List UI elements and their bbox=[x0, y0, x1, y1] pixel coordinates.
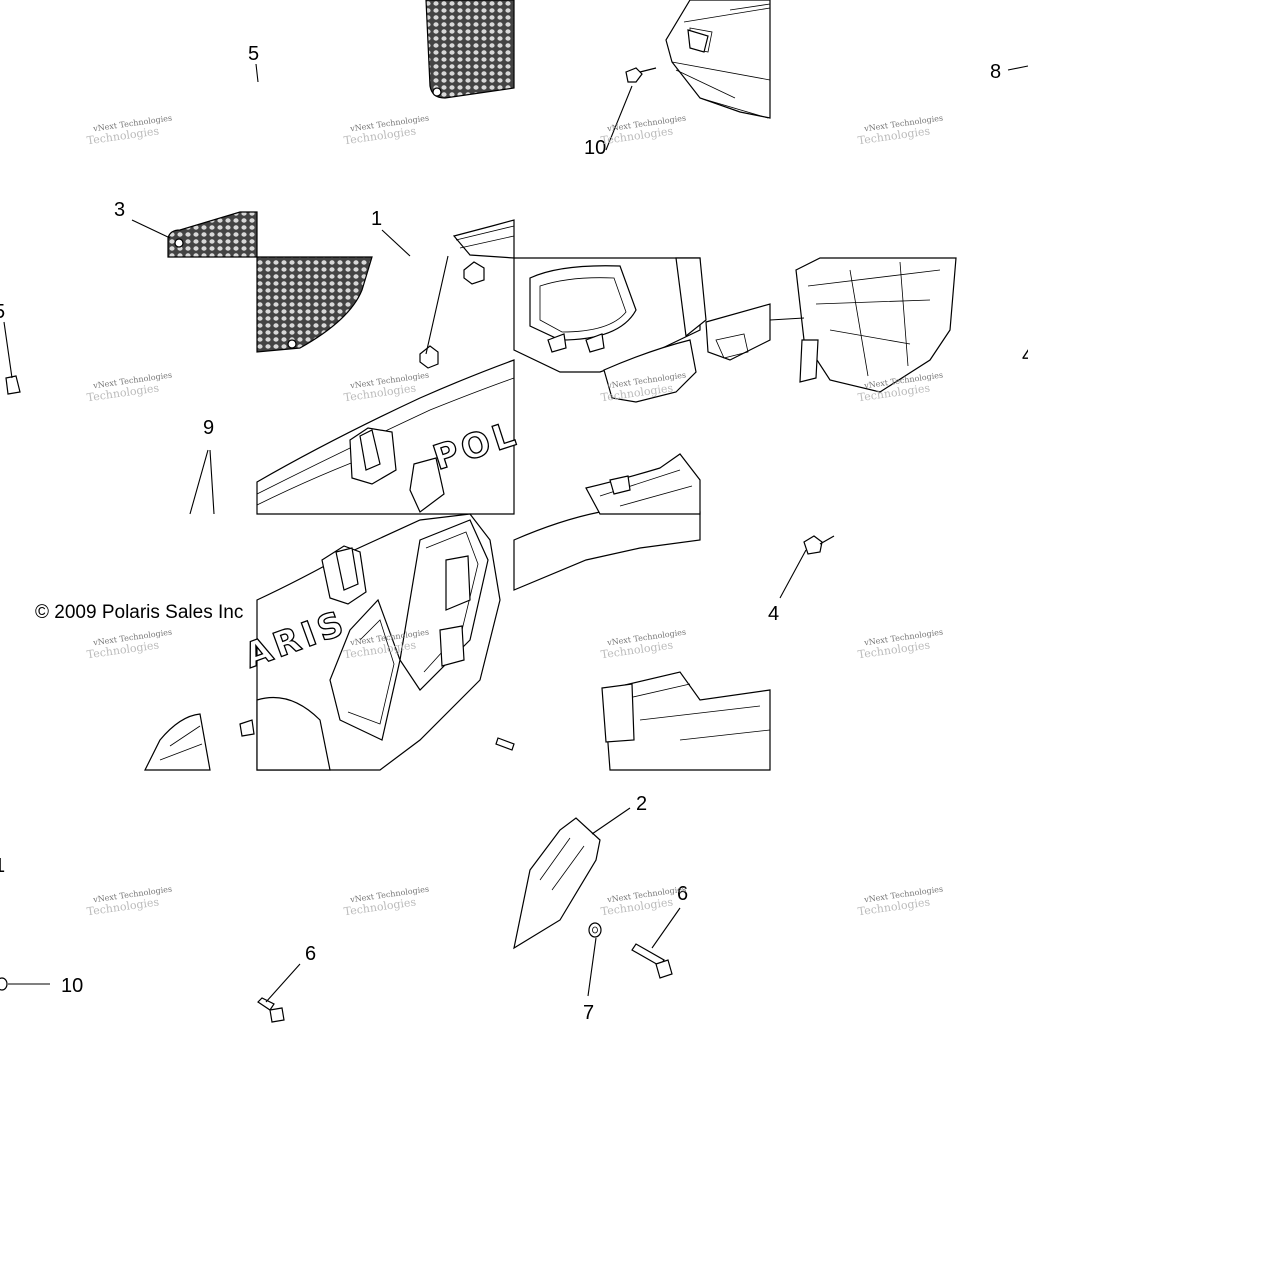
screw-10-top bbox=[625, 67, 657, 83]
nut-1b bbox=[419, 345, 439, 369]
copyright-notice: © 2009 Polaris Sales Inc bbox=[35, 602, 243, 623]
clip-10-bottom bbox=[0, 977, 8, 991]
callout-1: 1 bbox=[371, 208, 382, 230]
lower-bracket bbox=[513, 671, 771, 950]
pin-small bbox=[495, 737, 515, 751]
callout-3: 3 bbox=[114, 199, 125, 221]
callout-9: 9 bbox=[203, 417, 214, 439]
fasteners bbox=[0, 67, 835, 1023]
callout-6-right: 6 bbox=[677, 883, 688, 905]
grille-mesh-top bbox=[425, 0, 515, 99]
callout-labels: 5 8 10 3 1 5 4 9 4 2 6 7 6 10 1 bbox=[0, 43, 1033, 1024]
screw-4-center bbox=[803, 535, 835, 555]
callout-8: 8 bbox=[990, 61, 1001, 83]
bolt-6-right bbox=[631, 943, 673, 979]
washer-7 bbox=[588, 922, 602, 938]
callout-1-edge: 1 bbox=[0, 855, 5, 877]
leader-lines bbox=[3, 63, 1029, 1003]
screw-5 bbox=[5, 375, 21, 395]
nut-1a bbox=[463, 261, 485, 285]
callout-6-left: 6 bbox=[305, 943, 316, 965]
callout-7: 7 bbox=[583, 1002, 594, 1024]
grille-mesh-center bbox=[256, 256, 373, 353]
bracket-top-right bbox=[665, 0, 771, 119]
callout-5-top: 5 bbox=[248, 43, 259, 65]
front-bumper-assembly bbox=[144, 219, 771, 771]
grille-mesh-left bbox=[167, 211, 258, 258]
bolt-6-left bbox=[257, 997, 285, 1023]
callout-4-center: 4 bbox=[768, 603, 779, 625]
side-bracket-right bbox=[795, 257, 957, 393]
callout-2: 2 bbox=[636, 793, 647, 815]
callout-4-right: 4 bbox=[1022, 345, 1033, 367]
callout-10-top: 10 bbox=[584, 137, 606, 159]
callout-10-bottom: 10 bbox=[61, 975, 83, 997]
callout-5-left: 5 bbox=[0, 301, 5, 323]
